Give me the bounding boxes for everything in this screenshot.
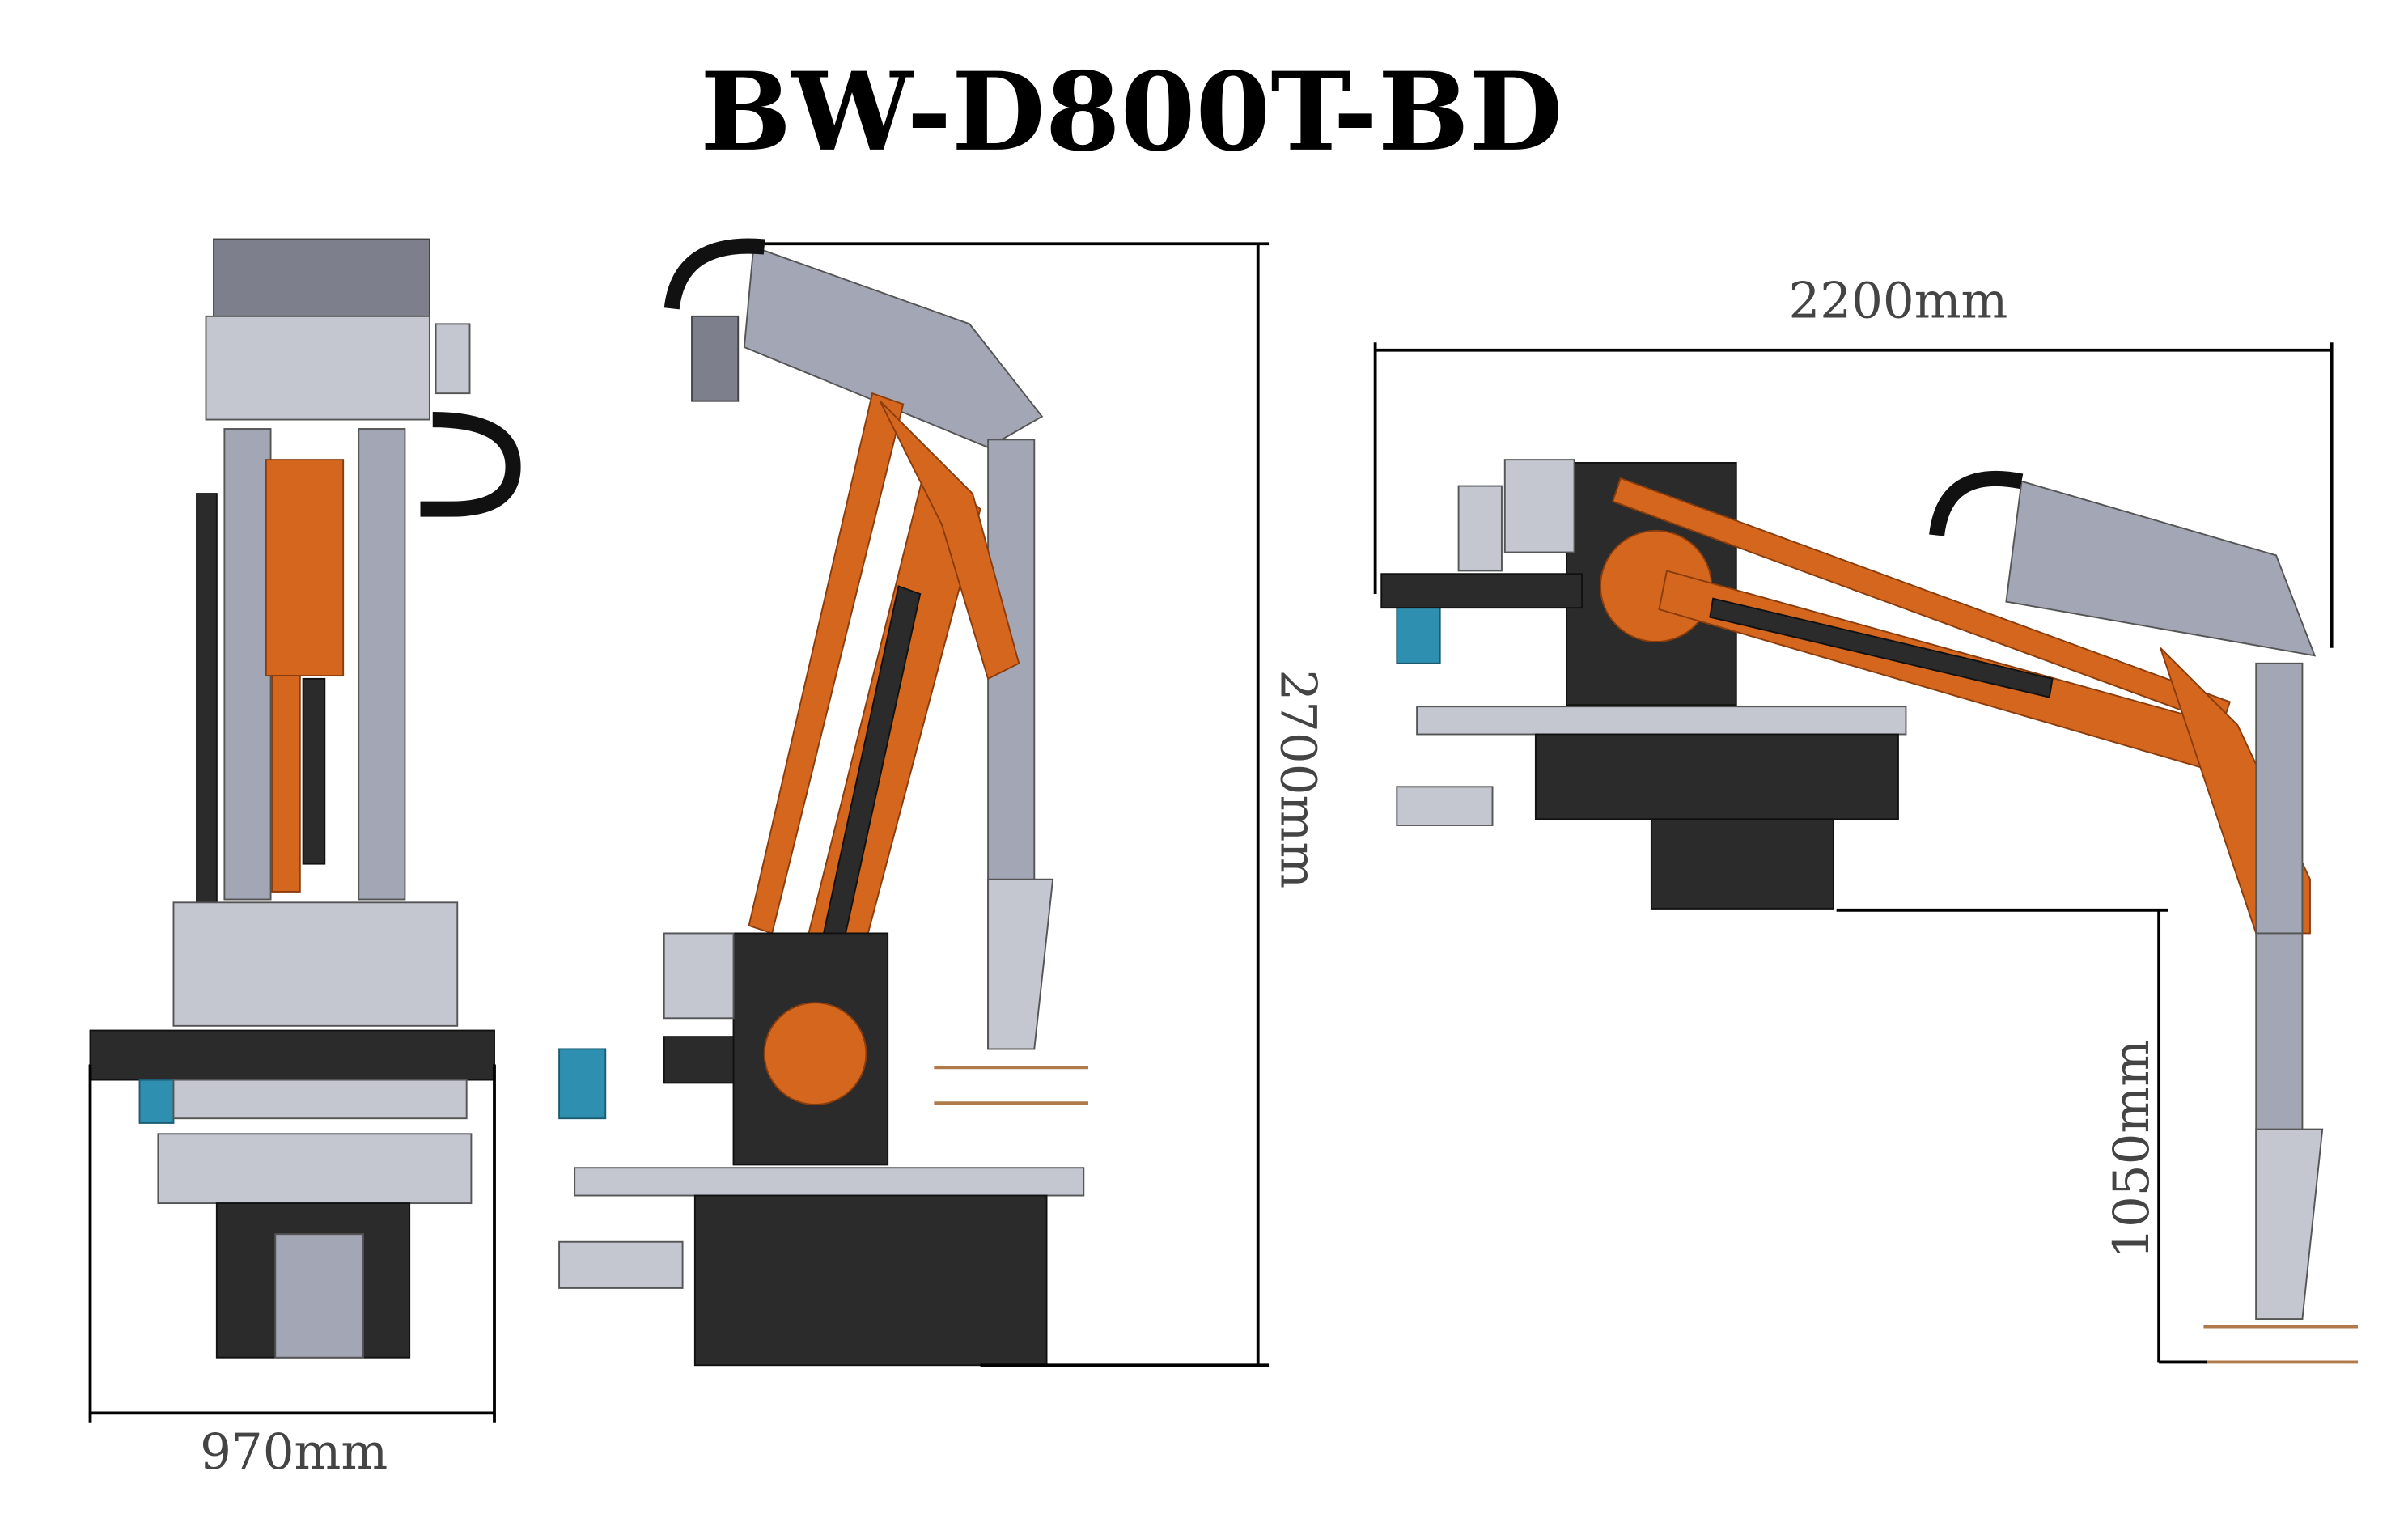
dimension-reach: 2200mm [1373,273,2334,648]
lower-height-label: 1050mm [2103,1040,2160,1259]
dimension-lower-height: 1050mm [1836,908,2207,1364]
front-view [89,238,521,1359]
extended-view [1380,459,2359,1364]
side-view [558,238,1089,1367]
reach-label: 2200mm [1788,273,2007,330]
dimension-width: 970mm [88,1064,496,1481]
height-label: 2700mm [1269,669,1326,888]
model-title: BW-D800T-BD [700,49,1562,176]
dimension-height: 2700mm [764,242,1326,1367]
width-label: 970mm [200,1423,388,1481]
